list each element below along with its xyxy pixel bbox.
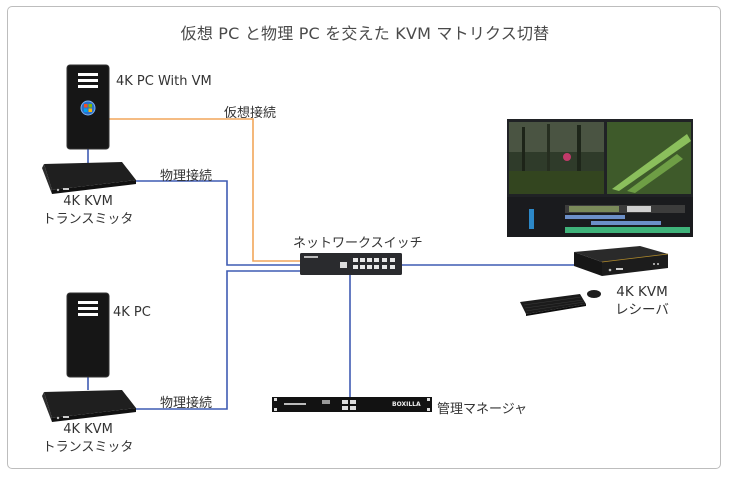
physical-connection-line-2	[135, 270, 300, 410]
kvm-transmitter-icon	[42, 162, 136, 194]
physical-connection-label-2: 物理接続	[160, 396, 213, 411]
transmitter-1-label: 4K KVM トランスミッタ	[36, 193, 140, 229]
transmitter-2-label-line2: トランスミッタ	[42, 440, 134, 455]
receiver-label: 4K KVM レシーバ	[604, 283, 680, 319]
transmitter-1-label-line1: 4K KVM	[63, 194, 113, 209]
boxilla-brand-text: BOXILLA	[392, 401, 421, 408]
diagram-title: 仮想 PC と物理 PC を交えた KVM マトリクス切替	[180, 24, 550, 43]
network-switch-icon	[300, 253, 402, 275]
virtual-connection-line	[107, 118, 300, 262]
transmitter-1-label-line2: トランスミッタ	[42, 212, 134, 227]
keyboard-mouse-icon	[520, 290, 601, 316]
kvm-transmitter-icon	[42, 390, 136, 422]
physical-connection-label-1: 物理接続	[160, 169, 213, 184]
kvm-receiver-icon	[574, 246, 669, 276]
tower-pc-icon	[66, 292, 110, 378]
physical-connection-line-1	[135, 180, 300, 266]
rack-manager-icon: BOXILLA	[272, 397, 432, 412]
diagram-frame	[7, 6, 721, 469]
transmitter-2-label: 4K KVM トランスミッタ	[36, 421, 140, 457]
virtual-connection-label: 仮想接続	[224, 106, 277, 121]
pc-vm-label: 4K PC With VM	[116, 74, 212, 89]
pc-physical-label: 4K PC	[113, 305, 151, 320]
network-switch-label: ネットワークスイッチ	[293, 236, 423, 251]
receiver-label-line1: 4K KVM	[616, 284, 668, 300]
transmitter-2-label-line1: 4K KVM	[63, 422, 113, 437]
manager-label: 管理マネージャ	[437, 402, 528, 417]
video-editor-screen-icon	[507, 119, 693, 237]
receiver-label-line2: レシーバ	[615, 302, 669, 318]
tower-pc-with-windows-icon	[66, 64, 110, 150]
